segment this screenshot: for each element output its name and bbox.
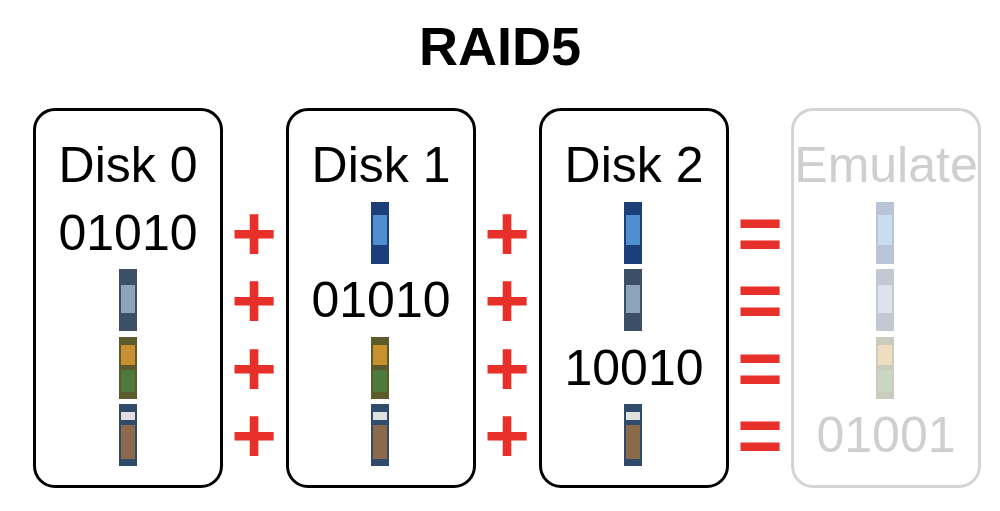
operator-sign: + — [472, 265, 542, 335]
parity-bits: 01010 — [289, 272, 473, 328]
movie-cover — [119, 404, 137, 466]
cover-base — [119, 404, 137, 466]
cover-figure — [121, 285, 135, 313]
cover-figure — [626, 215, 640, 245]
disk-name: Disk 1 — [289, 137, 473, 193]
cover-base — [119, 337, 137, 399]
disk-box: Disk 1 01010 — [286, 108, 476, 488]
operator-sign: + — [219, 400, 289, 470]
movie-cover — [624, 202, 642, 264]
emulated-covers — [876, 202, 894, 399]
operator-sign: + — [219, 265, 289, 335]
cover-title — [373, 412, 387, 420]
parity-bits: 01010 — [36, 205, 220, 261]
cover-figure — [878, 370, 892, 392]
operator-sign: + — [472, 333, 542, 403]
disk-box: Disk 2 10010 — [539, 108, 729, 488]
parity-bits: 01001 — [794, 407, 978, 463]
movie-cover — [624, 404, 642, 466]
cover-base — [371, 202, 389, 264]
cover-base — [624, 202, 642, 264]
operator-sign: = — [725, 333, 795, 403]
disk1-covers — [371, 202, 389, 466]
operator-sign: = — [725, 198, 795, 268]
disk-name: Emulate — [794, 137, 978, 193]
cover-figure — [626, 285, 640, 313]
cover-figure — [626, 425, 640, 459]
parity-bits: 10010 — [542, 340, 726, 396]
movie-cover — [119, 337, 137, 399]
disk-name: Disk 0 — [36, 137, 220, 193]
disk-box: Disk 0 01010 — [33, 108, 223, 488]
cover-figure — [878, 215, 892, 245]
cover-base — [624, 269, 642, 331]
movie-cover — [876, 337, 894, 399]
operator-sign: = — [725, 400, 795, 470]
cover-figure — [373, 215, 387, 245]
movie-cover — [371, 404, 389, 466]
movie-cover — [624, 269, 642, 331]
cover-base — [876, 337, 894, 399]
cover-figure — [121, 345, 135, 365]
movie-cover — [119, 269, 137, 331]
cover-figure — [373, 425, 387, 459]
operator-sign: + — [219, 333, 289, 403]
cover-figure — [373, 345, 387, 365]
movie-cover — [371, 202, 389, 264]
movie-cover — [876, 269, 894, 331]
movie-cover — [876, 202, 894, 264]
cover-title — [121, 412, 135, 420]
cover-base — [876, 269, 894, 331]
cover-base — [371, 337, 389, 399]
cover-base — [876, 202, 894, 264]
operator-sign: + — [219, 198, 289, 268]
cover-figure — [878, 285, 892, 313]
cover-base — [624, 404, 642, 466]
operator-sign: + — [472, 400, 542, 470]
cover-figure — [121, 425, 135, 459]
movie-cover — [371, 337, 389, 399]
disk-name: Disk 2 — [542, 137, 726, 193]
cover-title — [626, 412, 640, 420]
cover-figure — [121, 370, 135, 392]
diagram-title: RAID5 — [0, 14, 1000, 78]
cover-figure — [373, 370, 387, 392]
operator-sign: + — [472, 198, 542, 268]
disk2-covers — [624, 202, 642, 466]
disk0-covers — [119, 269, 137, 466]
cover-figure — [878, 345, 892, 365]
cover-base — [119, 269, 137, 331]
disk-box: Emulate 01001 — [791, 108, 981, 488]
cover-base — [371, 404, 389, 466]
operator-sign: = — [725, 265, 795, 335]
